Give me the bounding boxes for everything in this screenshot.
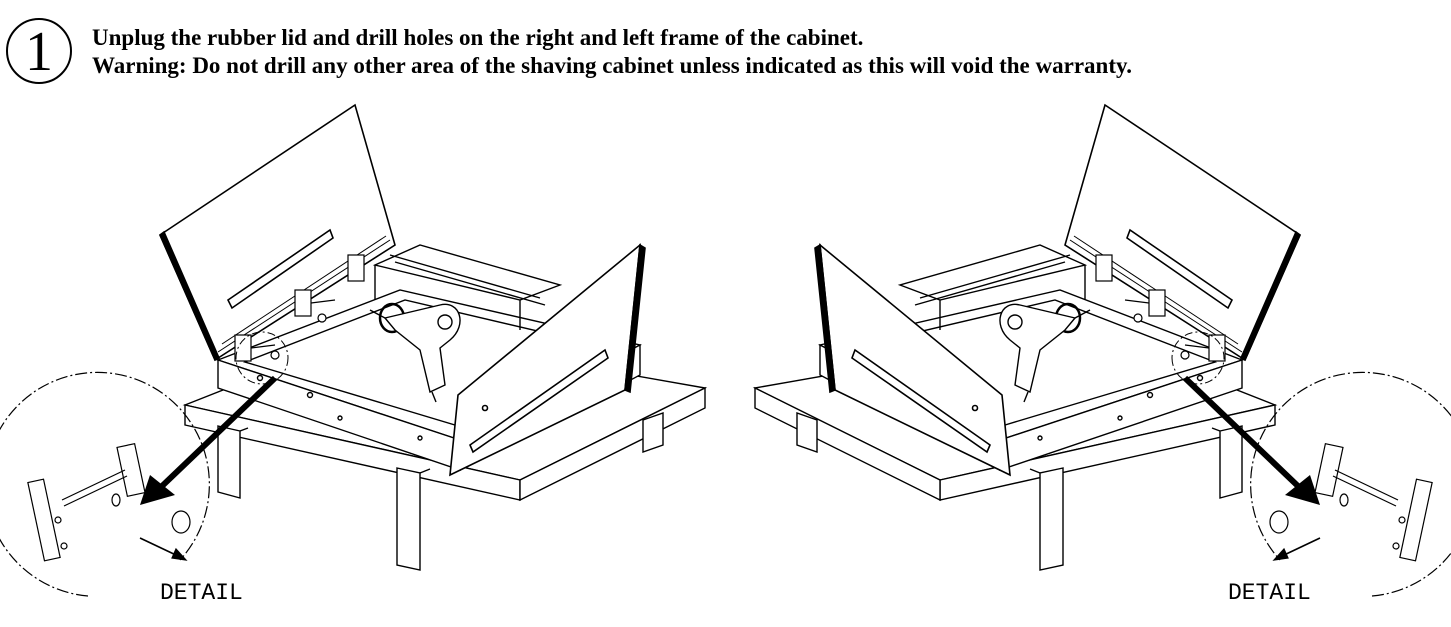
detail-label-right: DETAIL (1228, 580, 1311, 606)
instruction-line-warning: Warning: Do not drill any other area of … (92, 53, 1132, 78)
step-number: 1 (25, 21, 53, 83)
instruction-line-main: Unplug the rubber lid and drill holes on… (92, 25, 864, 50)
step-number-badge: 1 (6, 18, 72, 84)
instruction-text: Unplug the rubber lid and drill holes on… (92, 24, 1132, 80)
detail-label-left: DETAIL (160, 580, 243, 606)
figure-right (755, 105, 1451, 596)
figure-left (0, 105, 705, 596)
